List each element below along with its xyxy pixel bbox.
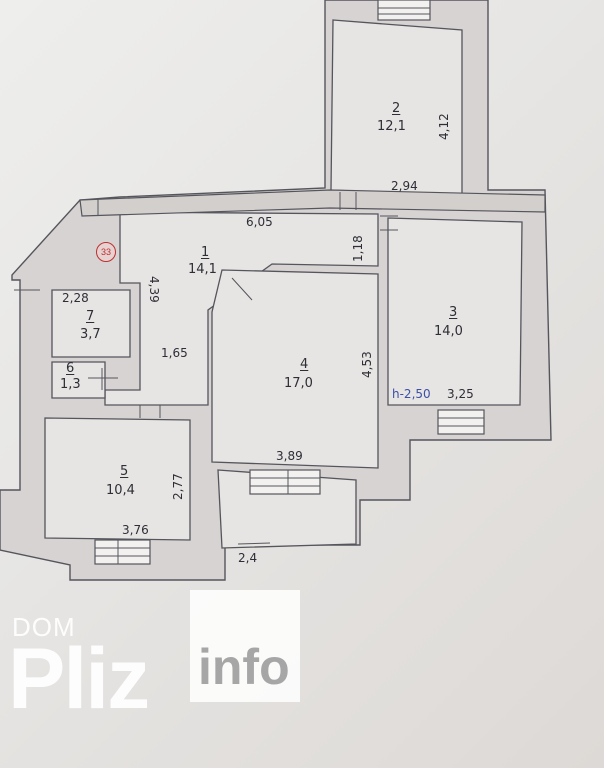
dim-2-28: 2,28 — [62, 291, 89, 305]
room-6-number: 6 — [66, 361, 75, 376]
window-room-3 — [437, 409, 485, 435]
dim-1-65: 1,65 — [161, 346, 188, 360]
room-2-number: 2 — [392, 101, 401, 116]
dim-2-94: 2,94 — [391, 179, 418, 193]
dim-3-89: 3,89 — [276, 449, 303, 463]
door-room-4 — [249, 469, 321, 495]
room-4-number: 4 — [300, 357, 309, 372]
room-6-outline — [51, 361, 106, 399]
watermark-info: info — [198, 639, 290, 695]
dim-4-39: 4,39 — [147, 276, 161, 303]
room-2-area: 12,1 — [377, 119, 406, 134]
balcony-strip — [79, 189, 546, 217]
dim-6-05: 6,05 — [246, 215, 273, 229]
room-6-area: 1,3 — [60, 377, 81, 392]
ceiling-height-note: h-2,50 — [392, 387, 431, 401]
dim-4-53: 4,53 — [360, 351, 374, 378]
room-1-area: 14,1 — [188, 262, 217, 277]
room-1-number: 1 — [201, 245, 210, 260]
room-7-number: 7 — [86, 309, 95, 324]
room-3-outline — [387, 217, 523, 406]
door-room-5 — [94, 539, 151, 565]
watermark-box — [190, 590, 300, 702]
dim-3-25: 3,25 — [447, 387, 474, 401]
watermark-pliz: Pliz — [8, 631, 150, 727]
watermark-dom: DOM — [12, 612, 76, 642]
room-7-area: 3,7 — [80, 327, 101, 342]
dim-3-76: 3,76 — [122, 523, 149, 537]
marker-circle: 33 — [96, 242, 116, 262]
room-7-outline — [51, 289, 131, 358]
room-1-outline — [104, 211, 379, 406]
room-4-area: 17,0 — [284, 376, 313, 391]
room-3-area: 14,0 — [434, 324, 463, 339]
dim-4-12: 4,12 — [437, 113, 451, 140]
room-4-outline — [211, 269, 379, 469]
room-5-outline — [44, 417, 191, 541]
room-5-area: 10,4 — [106, 483, 135, 498]
dim-1-18: 1,18 — [351, 235, 365, 262]
room-5-number: 5 — [120, 464, 129, 479]
dim-2-4: 2,4 — [238, 551, 258, 565]
window-room-2 — [377, 0, 431, 21]
room-3-number: 3 — [449, 305, 458, 320]
dim-2-77: 2,77 — [171, 473, 185, 500]
